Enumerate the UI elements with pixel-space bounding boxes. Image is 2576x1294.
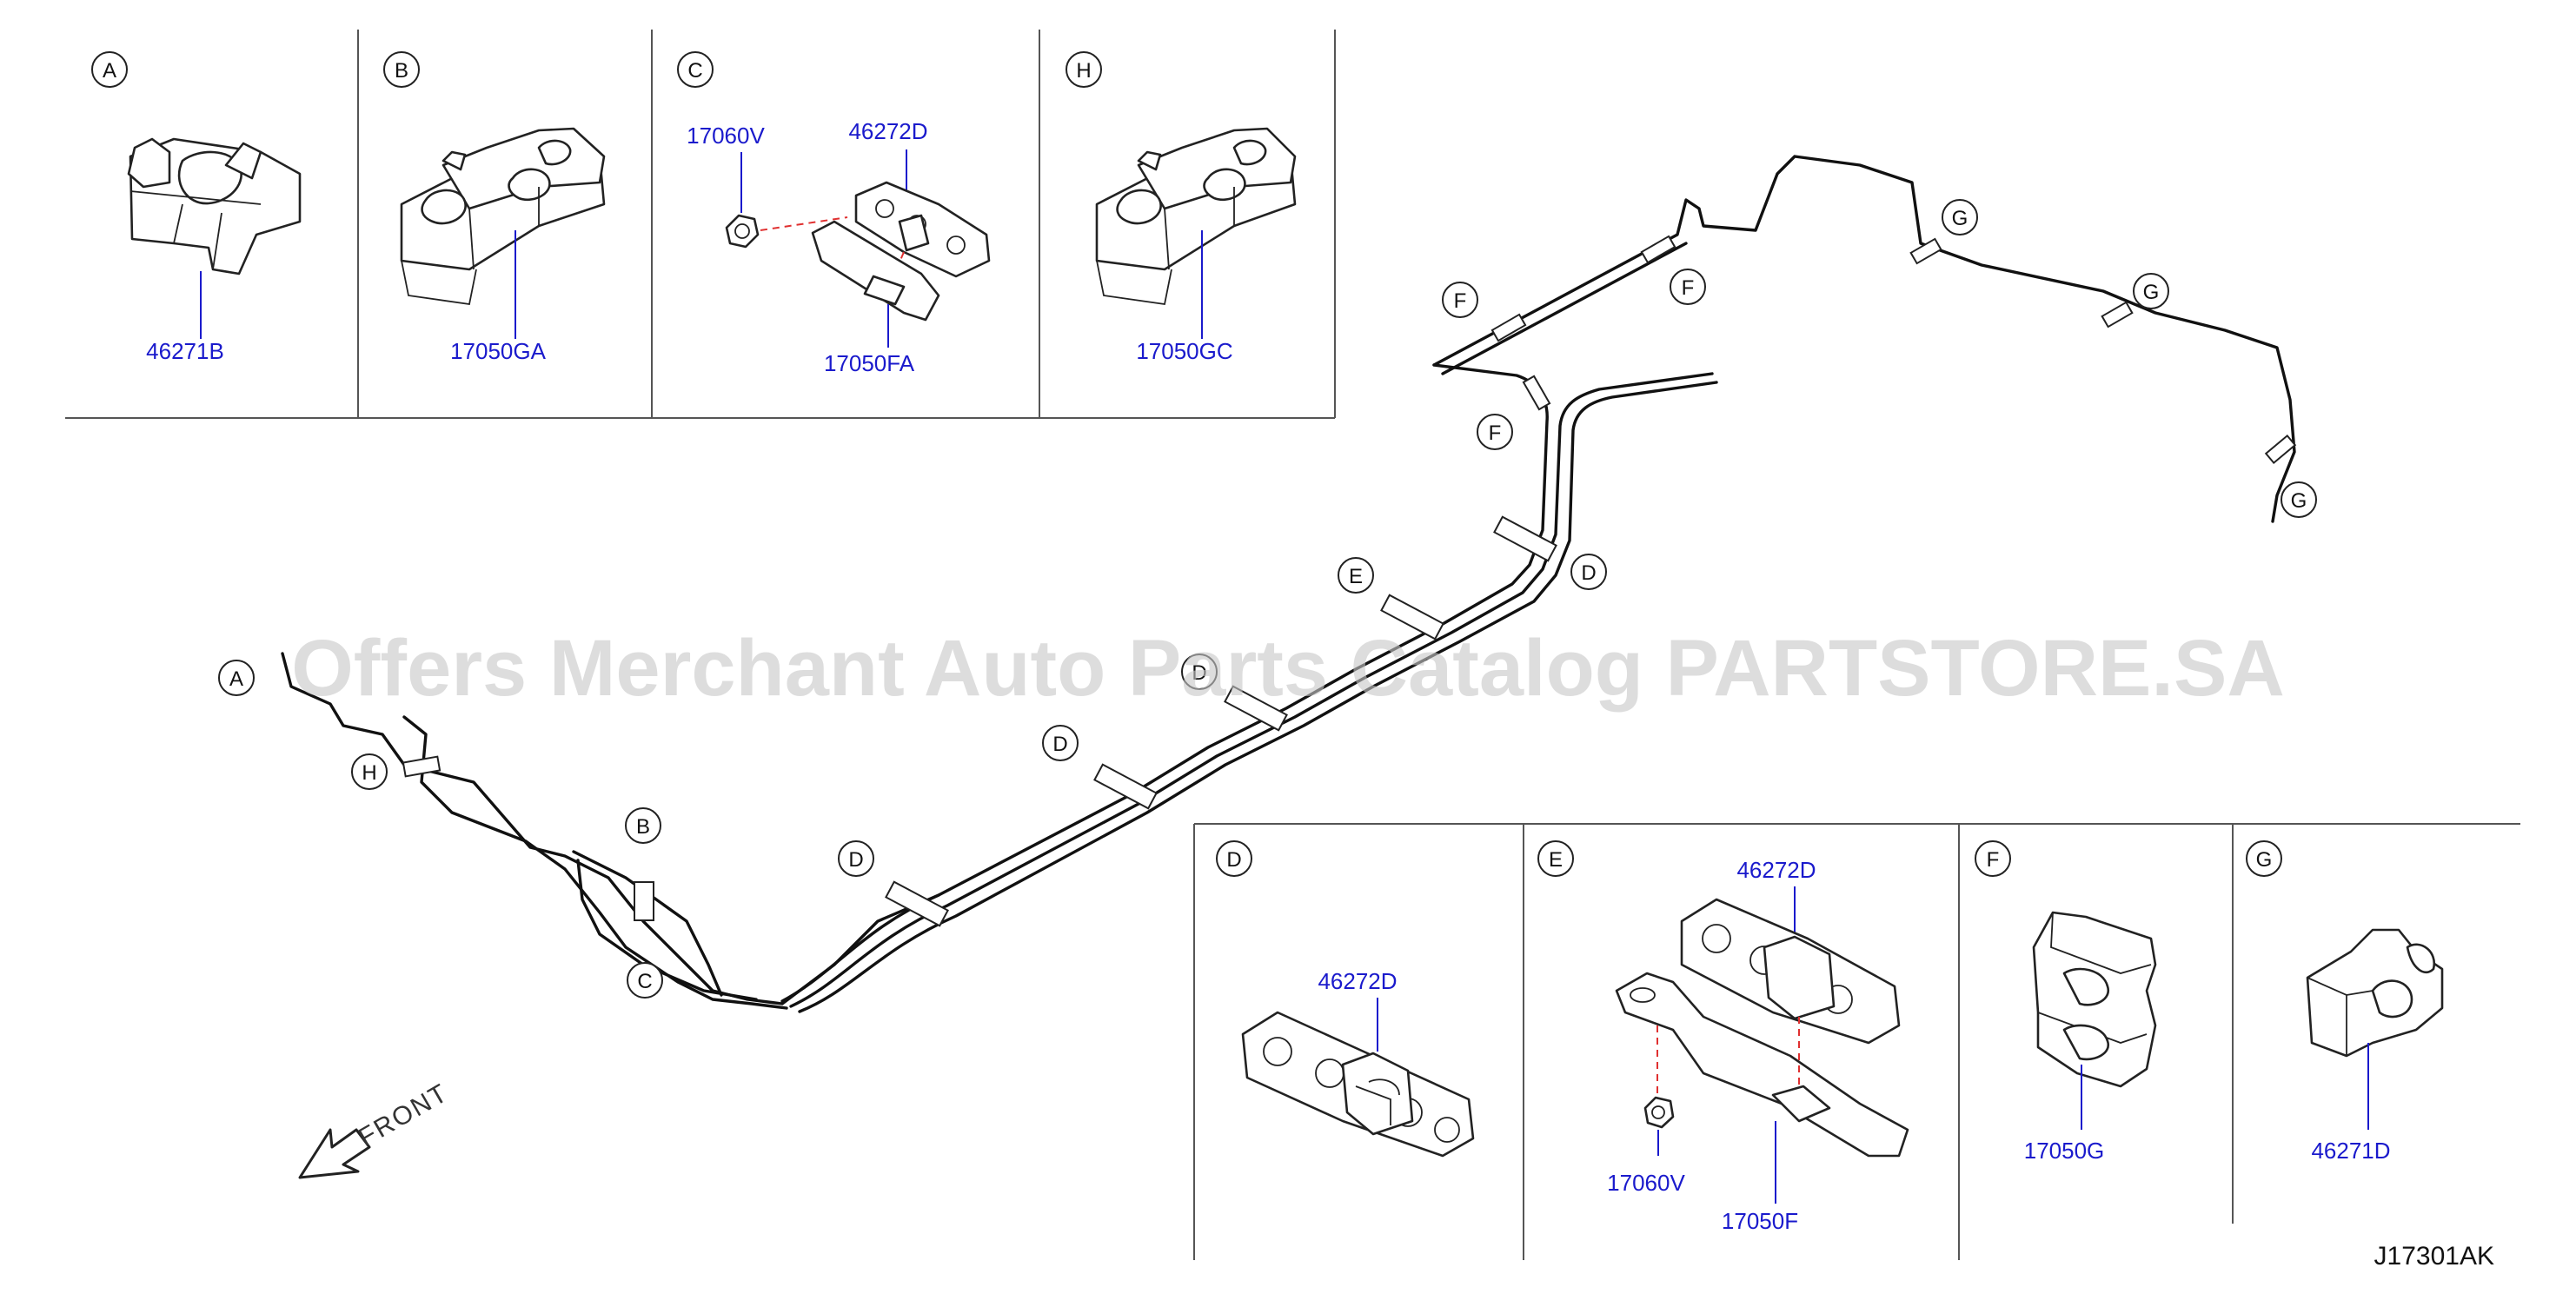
callout-2: B [636, 815, 650, 839]
callout-5: D [1052, 733, 1067, 756]
clip-46272d-d-icon [1241, 1011, 1475, 1158]
clamp-17050ga-icon [400, 127, 606, 306]
callout-11: F [1489, 421, 1502, 445]
panel-c-letter: C [687, 59, 702, 83]
clip-46272d-icon [854, 181, 991, 278]
panel-b: B 17050GA [383, 51, 606, 364]
panel-h-pn-0: 17050GC [1136, 338, 1232, 364]
panel-d-pn-0: 46272D [1318, 968, 1397, 994]
panel-b-callout [383, 51, 420, 88]
panel-g: G 46271D [2246, 840, 2444, 1164]
panel-c-pn-1: 46272D [848, 118, 927, 144]
panel-a-callout [91, 51, 128, 88]
panel-f-callout [1975, 840, 2011, 877]
callout-9: F [1454, 289, 1467, 313]
pipe-callouts: A H B C D D D E D F F F G G G [218, 199, 2317, 999]
panel-g-pn-0: 46271D [2311, 1138, 2390, 1164]
callout-14: G [2291, 489, 2307, 513]
panel-a-letter: A [103, 59, 116, 83]
callout-8: D [1581, 561, 1596, 585]
clip-46271d-icon [2306, 928, 2444, 1058]
panel-g-callout [2246, 840, 2282, 877]
front-arrow-icon [298, 1128, 371, 1179]
panel-d-callout [1216, 840, 1252, 877]
nut-17060v-icon [725, 214, 760, 249]
callout-4: D [848, 848, 863, 872]
panel-a-pn-0: 46271B [146, 338, 224, 364]
bottom-panels-frame [1193, 823, 2520, 1260]
panel-f: F 17050G [1975, 840, 2157, 1164]
bracket-17050f-icon [1615, 972, 1909, 1158]
panel-f-letter: F [1987, 848, 2000, 872]
clip-46272d-e-icon [1680, 898, 1901, 1045]
bracket-17050fa-icon [811, 220, 940, 322]
panel-e-pn-2: 17050F [1722, 1208, 1798, 1234]
panel-b-letter: B [395, 59, 408, 83]
pipe-clamps [402, 235, 2297, 927]
panel-h: H 17050GC [1066, 51, 1297, 364]
front-direction-indicator: FRONT [298, 1078, 454, 1179]
watermark-text: Offers Merchant Auto Parts Catalog PARTS… [291, 624, 2285, 713]
panel-h-callout [1066, 51, 1102, 88]
callout-7: E [1349, 565, 1363, 588]
top-panels-frame [65, 30, 1336, 419]
callout-13: G [2143, 281, 2160, 304]
panel-e-callout [1537, 840, 1574, 877]
panel-f-pn-0: 17050G [2024, 1138, 2105, 1164]
panel-c-pn-2: 17050FA [824, 350, 915, 376]
panel-d-letter: D [1226, 848, 1241, 872]
clamp-17050gc-icon [1095, 127, 1297, 306]
panel-c: C 17060V 46272D 17050FA [677, 51, 991, 376]
front-label: FRONT [354, 1078, 454, 1152]
panel-e-letter: E [1549, 848, 1563, 872]
callout-12: G [1952, 207, 1969, 230]
panel-d: D 46272D [1216, 840, 1475, 1158]
brake-pipe-assembly [281, 155, 2296, 1013]
panel-e-pn-0: 46272D [1736, 857, 1816, 883]
panel-e-pn-1: 17060V [1607, 1170, 1685, 1196]
panel-c-callout [677, 51, 714, 88]
nut-17060v-e-icon [1643, 1096, 1675, 1129]
clip-46271b-icon [127, 137, 302, 275]
callout-1: H [362, 761, 376, 785]
callout-0: A [229, 667, 243, 691]
panel-g-letter: G [2256, 848, 2273, 872]
clamp-17050g-icon [2032, 911, 2157, 1088]
reference-code: J17301AK [2374, 1242, 2494, 1271]
panel-c-pn-0: 17060V [687, 123, 765, 149]
panel-a: A 46271B [91, 51, 302, 364]
panel-b-pn-0: 17050GA [450, 338, 547, 364]
callout-6: D [1192, 661, 1206, 685]
panel-e: E 46272D 17060V 17050F [1537, 840, 1909, 1234]
panel-h-letter: H [1076, 59, 1091, 83]
callout-3: C [637, 970, 652, 993]
callout-10: F [1682, 276, 1695, 300]
